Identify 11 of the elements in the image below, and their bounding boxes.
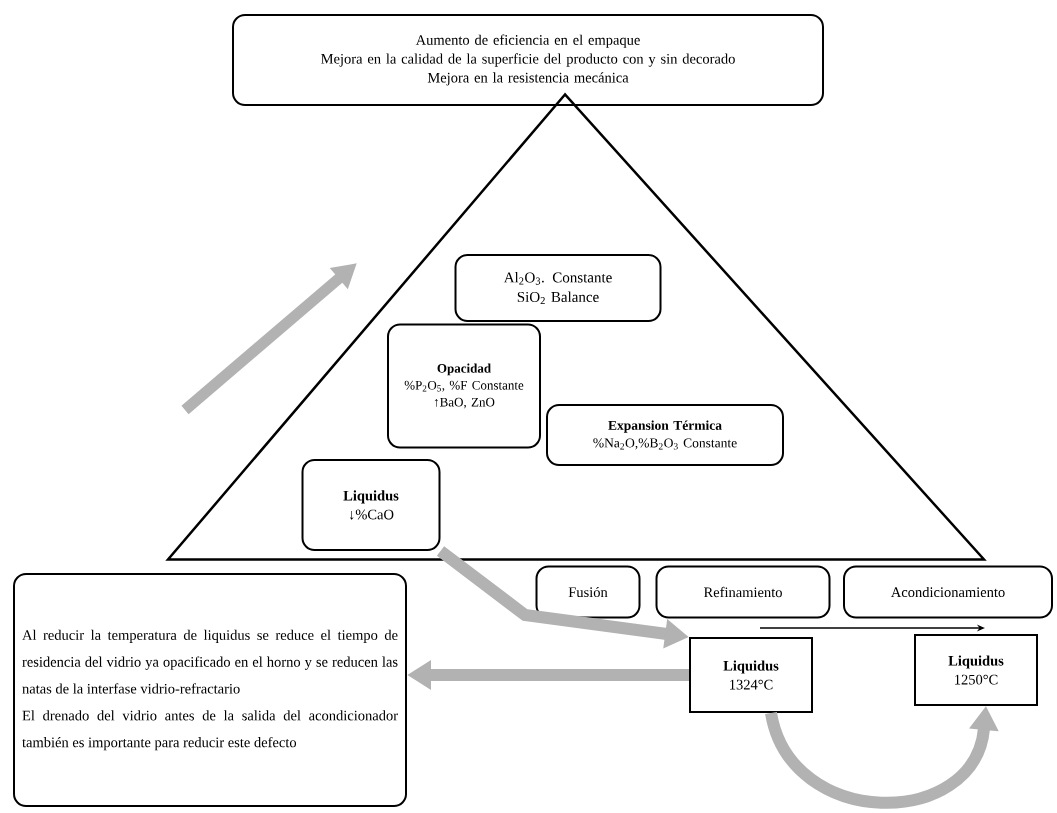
composition-box: Al$_{2}$O$_{3}$. Constante SiO$_{2}$ Balance [454,254,662,322]
property-box: Liquidus ↓%CaO [301,459,441,551]
temperature-box: Liquidus 1250°C [914,634,1038,706]
stage-box: Refinamiento [655,565,831,619]
note-box: Al reducir la temperatura de liquidus se reduce el tiempo de residencia del vidrio ya opacificado en el horno y se reducen las natas de la interfase vidrio-refractario El drenado del vidrio antes de la salida del acondicionador también es importante para reducir este defecto [13,573,407,807]
property-box: Opacidad %P$_{2}$O$_{5}$, %F Constante ↑BaO, ZnO [387,323,541,449]
stage-box: Fusión [535,565,641,619]
goal-box: Aumento de eficiencia en el empaque Mejora en la calidad de la superficie del producto con y sin decorado Mejora en la resistencia mecánica [232,14,824,106]
stage-box: Acondicionamiento [843,565,1053,619]
temperature-box: Liquidus 1324°C [689,637,813,713]
property-box: Expansion Térmica %Na$_{2}$O,%B$_{2}$O$_{3}$ Constante [546,404,784,466]
